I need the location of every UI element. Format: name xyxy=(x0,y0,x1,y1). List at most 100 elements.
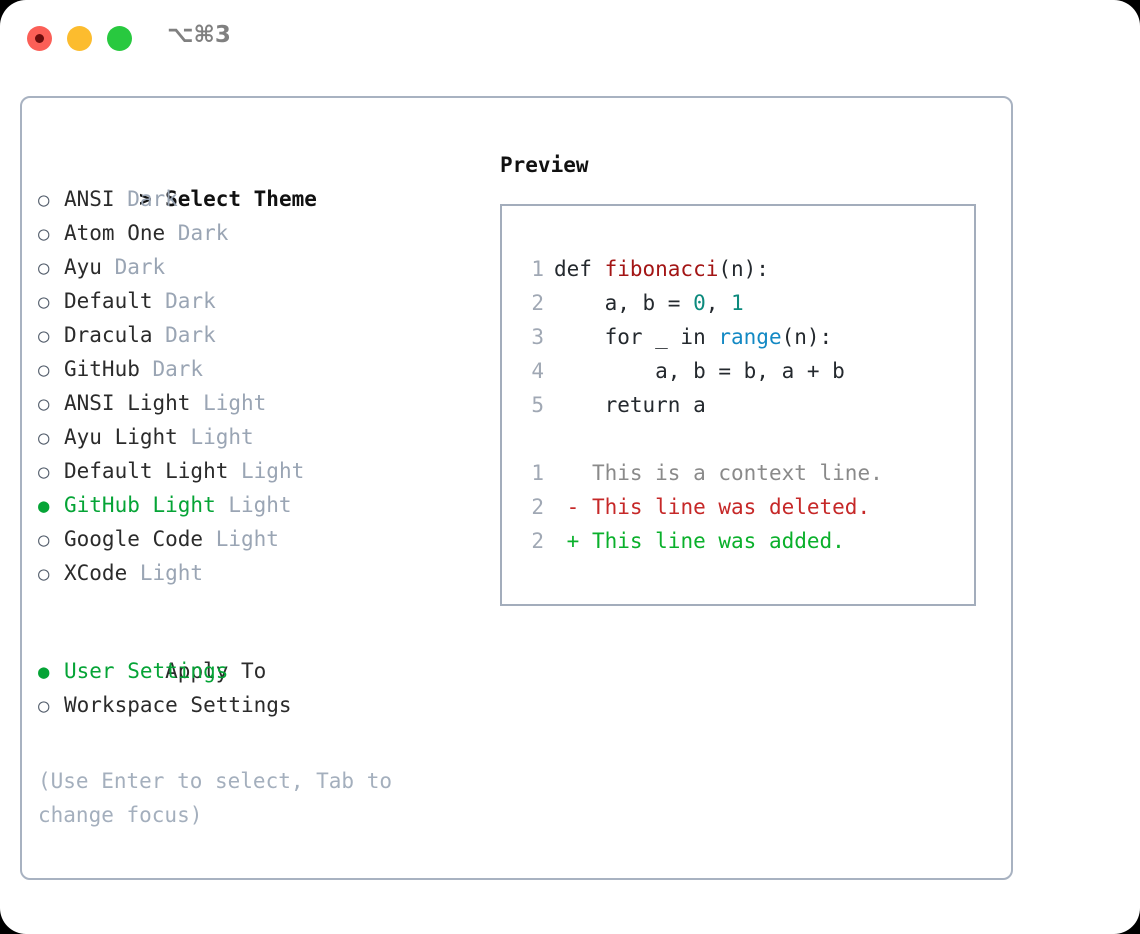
theme-variant-tag: Dark xyxy=(114,187,178,211)
theme-name: Atom One xyxy=(64,221,166,245)
theme-name: GitHub xyxy=(64,357,140,381)
apply-to-title: Apply To xyxy=(165,659,267,683)
code-line: 1 def fibonacci(n): xyxy=(522,252,974,286)
theme-variant-tag: Light xyxy=(190,391,267,415)
theme-row[interactable]: ○ Google Code Light xyxy=(38,522,478,556)
code-token: def xyxy=(554,257,605,281)
theme-row[interactable]: ○ Dracula Dark xyxy=(38,318,478,352)
radio-unselected-icon[interactable]: ○ xyxy=(38,257,50,279)
radio-unselected-icon[interactable]: ○ xyxy=(38,461,50,483)
apply-to-option-label: Workspace Settings xyxy=(64,693,292,717)
line-number: 2 xyxy=(531,529,544,553)
select-theme-title: Select Theme xyxy=(165,187,317,211)
apply-to-option[interactable]: ○ Workspace Settings xyxy=(38,688,478,722)
theme-row[interactable]: ○ XCode Light xyxy=(38,556,478,590)
theme-variant-tag: Dark xyxy=(152,289,216,313)
code-line: 3 for _ in range(n): xyxy=(522,320,974,354)
radio-unselected-icon[interactable]: ○ xyxy=(38,427,50,449)
radio-unselected-icon[interactable]: ○ xyxy=(38,325,50,347)
diff-marker xyxy=(554,461,592,485)
window-title: ⌥⌘3 xyxy=(167,22,231,48)
theme-variant-tag: Dark xyxy=(152,323,216,347)
diff-line: 2 - This line was deleted. xyxy=(522,490,974,524)
theme-name: Google Code xyxy=(64,527,204,551)
theme-row[interactable]: ○ Default Light Light xyxy=(38,454,478,488)
theme-row[interactable]: ○ GitHub Dark xyxy=(38,352,478,386)
maximize-button[interactable] xyxy=(107,26,132,51)
code-line: 2 a, b = 0, 1 xyxy=(522,286,974,320)
radio-selected-icon[interactable]: ● xyxy=(38,661,50,683)
radio-unselected-icon[interactable]: ○ xyxy=(38,189,50,211)
radio-unselected-icon[interactable]: ○ xyxy=(38,359,50,381)
theme-name: XCode xyxy=(64,561,128,585)
theme-variant-tag: Dark xyxy=(101,255,166,279)
theme-row[interactable]: ○ ANSI Light Light xyxy=(38,386,478,420)
theme-variant-tag: Light xyxy=(203,527,279,551)
radio-unselected-icon[interactable]: ○ xyxy=(38,529,50,551)
minimize-button[interactable] xyxy=(67,26,92,51)
theme-variant-tag: Dark xyxy=(139,357,204,381)
theme-variant-tag: Dark xyxy=(165,221,229,245)
preview-title: Preview xyxy=(500,153,589,177)
code-diff-spacer xyxy=(522,422,974,456)
radio-unselected-icon[interactable]: ○ xyxy=(38,695,50,717)
line-number: 1 xyxy=(531,257,544,281)
code-token: fibonacci xyxy=(604,257,719,281)
title-bar: ⌥⌘3 xyxy=(0,0,1140,78)
line-number: 4 xyxy=(531,359,544,383)
radio-unselected-icon[interactable]: ○ xyxy=(38,223,50,245)
diff-line: 2 + This line was added. xyxy=(522,524,974,558)
radio-selected-icon[interactable]: ● xyxy=(38,495,50,517)
line-number: 2 xyxy=(531,291,544,315)
theme-name: Default Light xyxy=(64,459,229,483)
diff-marker: - xyxy=(554,495,592,519)
close-button[interactable] xyxy=(27,26,52,51)
diff-marker: + xyxy=(554,529,592,553)
diff-text: This line was deleted. xyxy=(591,495,871,519)
code-token: a, b = b, a + b xyxy=(554,359,845,383)
theme-list: ○ANSI Dark○Atom One Dark○Ayu Dark○Defaul… xyxy=(38,182,478,590)
diff-line: 1 This is a context line. xyxy=(522,456,974,490)
prompt-caret-icon: > xyxy=(139,187,152,211)
diff-sample: 1 This is a context line.2 - This line w… xyxy=(522,456,974,558)
line-number: 2 xyxy=(531,495,544,519)
line-number: 1 xyxy=(531,461,544,485)
radio-unselected-icon[interactable]: ○ xyxy=(38,393,50,415)
radio-unselected-icon[interactable]: ○ xyxy=(38,291,50,313)
code-token: (n): xyxy=(718,257,769,281)
theme-name: Dracula xyxy=(64,323,153,347)
code-token: a, b = xyxy=(554,291,694,315)
theme-row[interactable]: ○ ANSI Dark xyxy=(38,182,478,216)
code-token: 0 xyxy=(693,291,706,315)
theme-variant-tag: Light xyxy=(228,459,305,483)
diff-text: This line was added. xyxy=(591,529,845,553)
theme-variant-tag: Light xyxy=(127,561,204,585)
apply-to-header: ○Apply To xyxy=(38,620,478,683)
select-theme-header: > Select Theme xyxy=(38,148,478,211)
radio-unselected-icon[interactable]: ○ xyxy=(38,563,50,585)
theme-variant-tag: Light xyxy=(177,425,254,449)
content-panel: >Select Theme ○ANSI Dark○Atom One Dark○A… xyxy=(20,96,1013,880)
theme-row[interactable]: ○ Atom One Dark xyxy=(38,216,478,250)
apply-to-list: ● User Settings ○ Workspace Settings xyxy=(38,654,478,722)
theme-selector-column: >Select Theme ○ANSI Dark○Atom One Dark○A… xyxy=(38,148,478,722)
theme-name: ANSI Light xyxy=(64,391,191,415)
theme-name: ANSI xyxy=(64,187,115,211)
apply-to-option[interactable]: ● User Settings xyxy=(38,654,478,688)
theme-row[interactable]: ○Default Dark xyxy=(38,284,478,318)
code-token: return a xyxy=(554,393,706,417)
line-number: 3 xyxy=(531,325,544,349)
theme-row[interactable]: ●GitHub Light Light xyxy=(38,488,478,522)
apply-to-option-label: User Settings xyxy=(64,659,229,683)
theme-variant-tag: Light xyxy=(215,493,292,517)
theme-name: Ayu xyxy=(64,255,102,279)
code-token: 1 xyxy=(731,291,744,315)
line-number: 5 xyxy=(531,393,544,417)
code-token: range xyxy=(718,325,782,349)
theme-row[interactable]: ○Ayu Light Light xyxy=(38,420,478,454)
theme-row[interactable]: ○ Ayu Dark xyxy=(38,250,478,284)
